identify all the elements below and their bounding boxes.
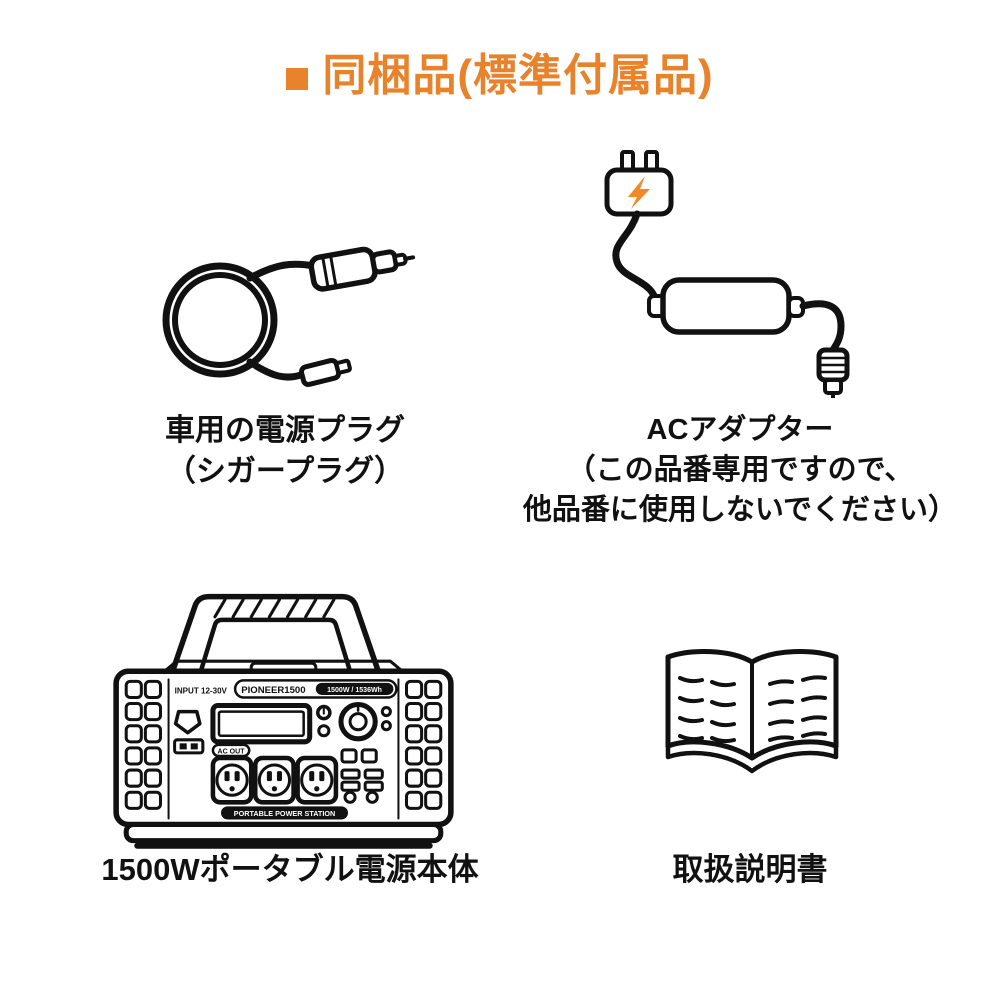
spec-pill [315,682,394,695]
dc-barrel-connector [816,347,850,398]
top-face-edge [163,659,404,673]
page-title: 同梱品(標準付属品) [322,51,714,100]
right-page-text-lines [768,675,827,742]
car-plug-caption-line-1: 車用の電源プラグ [165,414,405,447]
ac-outlet-1 [210,755,254,805]
dc-connector [298,357,352,388]
ac-adapter-caption-line-3: 他品番に使用しないでください） [522,494,958,526]
indicator-bottom [380,720,392,732]
ac-outlet-3 [295,755,339,805]
cable-plug-to-brick [612,210,659,302]
manual-caption-line-1: 取扱説明書 [672,852,828,887]
dc-input-port [173,709,202,735]
cigar-plug [308,246,416,292]
ac-adapter-caption: ACアダプター （この品番専用ですので、 他品番に使用しないでください） [505,410,975,530]
car-plug-caption-line-2: （シガープラグ） [165,455,405,488]
cable-to-connector [246,358,308,381]
page-title-row: 同梱品(標準付属品) [0,51,1000,100]
coiled-cable-inner [172,272,268,368]
power-station-caption: 1500Wポータブル電源本体 [55,850,525,890]
breaker-switch [173,738,205,755]
station-base [123,821,444,844]
cable-brick-to-connector [799,300,845,354]
bottom-banner-label: PORTABLE POWER STATION [234,809,336,818]
lightning-bolt-icon [628,176,650,209]
light-button [317,724,331,738]
coiled-cable-outer [162,262,278,378]
power-station-caption-line-1: 1500Wポータブル電源本体 [101,852,479,887]
usb-dc-cluster [340,748,384,804]
left-page-text-lines [678,676,736,744]
power-station-illustration: INPUT 12-30V PIONEER1500 1500W / 1536Wh … [113,593,454,849]
spec-label: 1500W / 1536Wh [327,687,382,694]
car-plug-caption: 車用の電源プラグ （シガープラグ） [105,410,465,492]
ac-adapter-caption-line-2: （この品番専用ですので、 [566,454,914,486]
title-square-bullet-icon [286,68,309,91]
vent-grille-right [404,679,443,810]
ac-adapter-caption-line-1: ACアダプター [646,414,834,446]
indicator-top [380,706,392,718]
carry-handle [169,593,382,675]
base-shadow [134,842,433,849]
input-label: INPUT 12-30V [175,686,228,695]
lcd-display [210,703,313,745]
ac-outlet-2 [252,755,296,805]
bottom-banner [220,806,349,820]
brand-label: PIONEER1500 [241,685,305,696]
manual-book-illustration [665,649,839,774]
rotary-dial [338,702,378,742]
manual-caption: 取扱説明書 [580,850,920,890]
ac-out-label: AC OUT [218,748,246,755]
adapter-brick [660,277,792,335]
power-button [316,704,332,721]
car-plug-illustration [162,246,416,388]
page-thickness-edge [665,743,839,774]
ac-adapter-illustration [604,150,850,398]
cable-to-plug [246,260,318,282]
vent-grille-left [124,679,163,810]
